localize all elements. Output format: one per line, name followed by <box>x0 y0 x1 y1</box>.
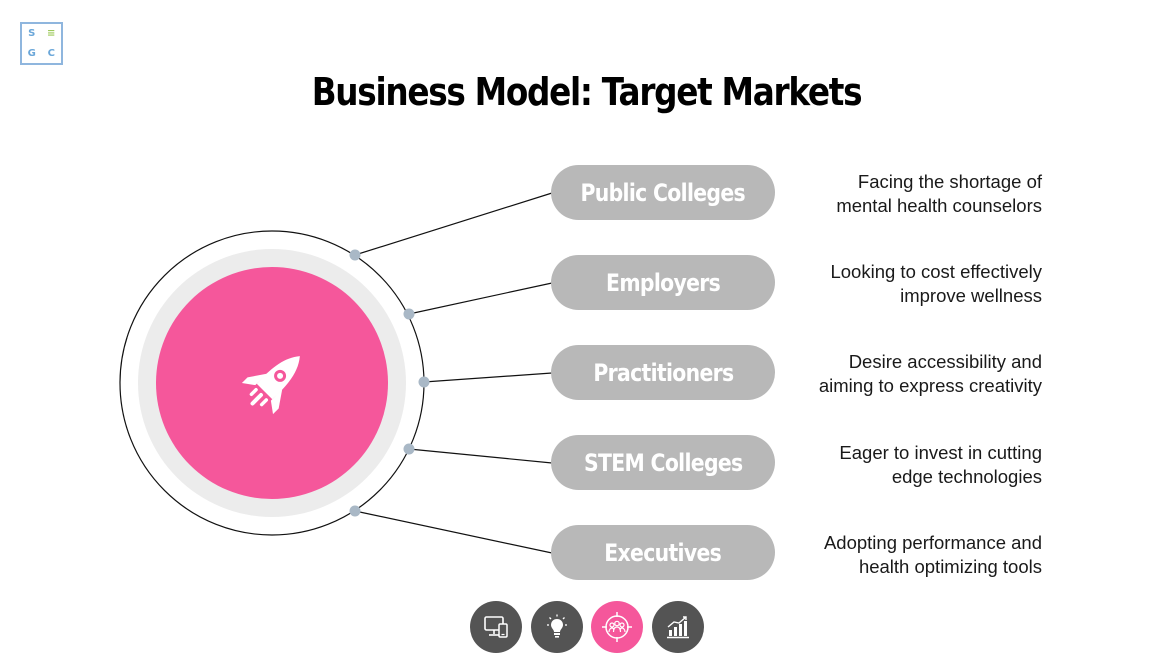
market-pill-practitioners[interactable]: Practitioners <box>551 345 775 400</box>
connector-line-employers <box>408 282 553 315</box>
logo-menu-glyph: ≡ <box>47 28 56 40</box>
rocket-icon <box>241 356 300 415</box>
market-description-public-colleges: Facing the shortage of mental health cou… <box>782 170 1042 218</box>
nav-button-computer[interactable] <box>470 601 522 653</box>
market-label: Employers <box>605 268 721 297</box>
description-line: Adopting performance and <box>823 532 1042 553</box>
logo-letter-g: G <box>27 47 36 59</box>
connector-line-practitioners <box>423 372 553 383</box>
lightbulb-icon <box>547 614 567 638</box>
connector-line-public-colleges <box>354 192 553 256</box>
market-pill-stem-colleges[interactable]: STEM Colleges <box>551 435 775 490</box>
market-description-practitioners: Desire accessibility and aiming to expre… <box>782 350 1042 398</box>
growth-chart-icon <box>667 616 689 639</box>
page-title: Business Model: Target Markets <box>311 70 863 114</box>
market-label: Practitioners <box>592 358 734 387</box>
people-target-icon <box>602 612 632 642</box>
description-line: Desire accessibility and <box>848 351 1042 372</box>
connector-line-executives <box>354 510 553 554</box>
description-line: edge technologies <box>891 466 1042 487</box>
connector-dot-public-colleges <box>349 249 361 261</box>
logo-letter-s: S <box>28 28 36 40</box>
connector-line-stem-colleges <box>408 448 553 464</box>
connector-dot-employers <box>403 308 415 320</box>
description-line: health optimizing tools <box>858 556 1042 577</box>
market-label: Executives <box>604 538 722 567</box>
connector-dot-executives <box>349 505 361 517</box>
nav-button-target-markets[interactable] <box>591 601 643 653</box>
nav-button-growth[interactable] <box>652 601 704 653</box>
market-pill-executives[interactable]: Executives <box>551 525 775 580</box>
description-line: Eager to invest in cutting <box>839 442 1042 463</box>
logo: S ≡ G C <box>20 22 63 65</box>
description-line: aiming to express creativity <box>818 375 1042 396</box>
description-line: mental health counselors <box>836 195 1042 216</box>
nav-button-idea[interactable] <box>531 601 583 653</box>
description-line: improve wellness <box>900 285 1042 306</box>
logo-letter-c: C <box>47 47 55 59</box>
description-line: Facing the shortage of <box>857 171 1042 192</box>
market-description-stem-colleges: Eager to invest in cutting edge technolo… <box>782 441 1042 489</box>
market-pill-employers[interactable]: Employers <box>551 255 775 310</box>
market-description-employers: Looking to cost effectively improve well… <box>782 260 1042 308</box>
computer-icon <box>484 616 508 638</box>
connector-dot-stem-colleges <box>403 443 415 455</box>
market-description-executives: Adopting performance and health optimizi… <box>782 531 1042 579</box>
connector-dot-practitioners <box>418 376 430 388</box>
description-line: Looking to cost effectively <box>830 261 1042 282</box>
market-label: Public Colleges <box>580 178 746 207</box>
market-pill-public-colleges[interactable]: Public Colleges <box>551 165 775 220</box>
market-label: STEM Colleges <box>583 448 743 477</box>
